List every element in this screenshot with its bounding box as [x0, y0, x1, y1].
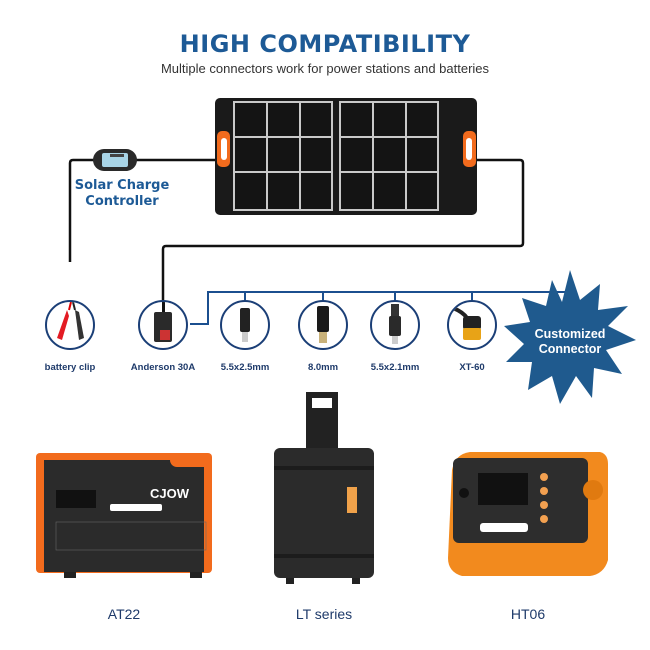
connector-label: 5.5x2.5mm — [220, 362, 270, 373]
product-label-at22: AT22 — [107, 606, 141, 622]
page-title: HIGH COMPATIBILITY — [179, 30, 471, 58]
lt-series-case-image — [274, 392, 374, 584]
connector-label: 8.0mm — [307, 362, 339, 373]
controller-label: Solar Charge Controller — [74, 178, 170, 209]
battery-clip-icon — [45, 300, 95, 350]
ht06-power-station-image — [448, 452, 608, 576]
connector-label: XT-60 — [459, 362, 485, 373]
dc-plug-5525-icon — [220, 300, 270, 350]
custom-connector-badge — [504, 270, 636, 404]
custom-connector-label: Customized Connector — [534, 327, 606, 356]
solar-panel-image — [215, 98, 477, 215]
page-subtitle: Multiple connectors work for power stati… — [160, 61, 490, 76]
product-label-lt-series: LT series — [295, 606, 353, 622]
dc-plug-5521-icon — [370, 300, 420, 350]
charge-controller-icon — [93, 149, 137, 171]
anderson-plug-icon — [138, 300, 188, 350]
connector-label: battery clip — [44, 362, 96, 373]
connector-label: Anderson 30A — [130, 362, 196, 373]
brand-logo: CJOW — [150, 486, 190, 501]
product-label-ht06: HT06 — [510, 606, 546, 622]
products-illustration: CJOW — [36, 392, 608, 584]
dc-plug-8mm-icon — [298, 300, 348, 350]
connector-label: 5.5x2.1mm — [370, 362, 420, 373]
xt60-plug-icon — [447, 300, 497, 350]
at22-power-station-image: CJOW — [36, 453, 212, 578]
